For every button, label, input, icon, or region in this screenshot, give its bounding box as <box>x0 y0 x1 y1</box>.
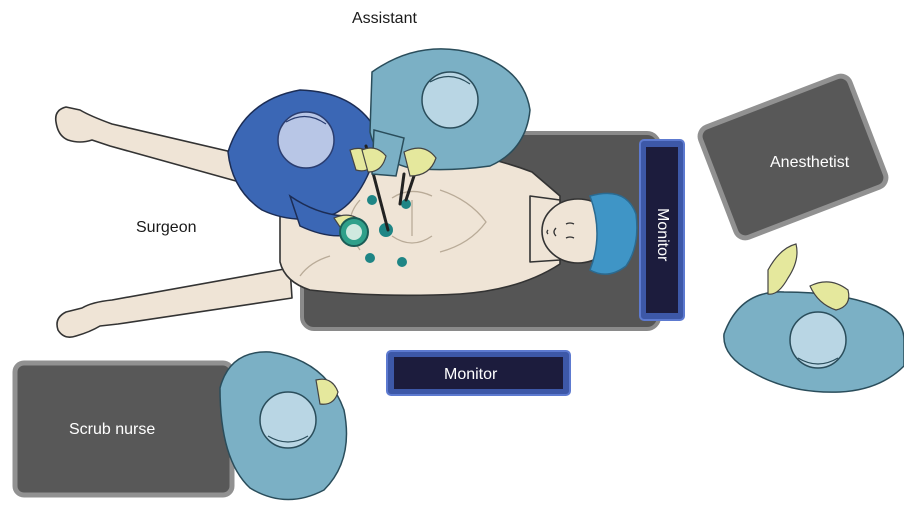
surgeon-label: Surgeon <box>136 219 197 237</box>
anesthetist-figure <box>724 244 904 392</box>
anesthetist-label: Anesthetist <box>770 154 849 172</box>
scrub-nurse-label: Scrub nurse <box>69 421 155 439</box>
side-monitor-label: Monitor <box>653 208 671 250</box>
assistant-label: Assistant <box>352 10 417 28</box>
bottom-monitor-label: Monitor <box>444 366 497 384</box>
surgeon-figure <box>228 90 380 246</box>
scrub-nurse-figure <box>220 352 347 500</box>
assistant-figure <box>362 49 530 176</box>
